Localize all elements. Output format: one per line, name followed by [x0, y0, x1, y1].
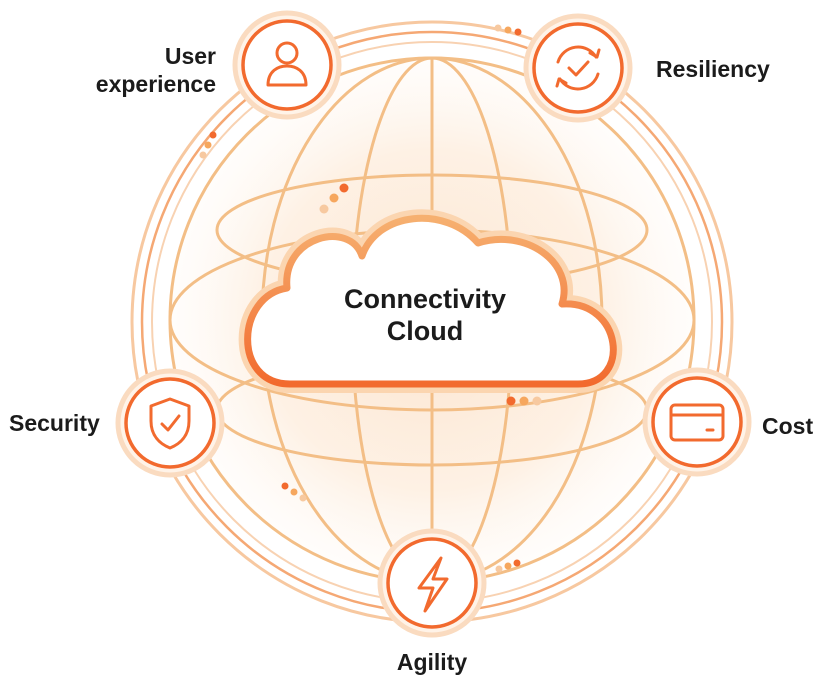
refresh-check-icon — [555, 45, 601, 91]
credit-card-icon — [669, 403, 725, 442]
user-experience-label-line2: experience — [95, 71, 216, 97]
decorative-dots — [199, 24, 542, 573]
agility-label: Agility — [396, 649, 468, 675]
security-node — [115, 368, 225, 478]
agility-node — [377, 528, 487, 638]
lightning-bolt-icon — [417, 556, 449, 613]
center-title-line1: Connectivity — [343, 284, 507, 314]
center-title-line2: Cloud — [386, 316, 464, 346]
user-experience-label: User experience — [60, 42, 216, 98]
user-icon — [266, 41, 308, 87]
resiliency-label: Resiliency — [656, 56, 770, 82]
center-title: Connectivity Cloud — [300, 283, 550, 347]
cost-node — [642, 367, 752, 477]
user-experience-node — [232, 10, 342, 120]
resiliency-node — [523, 13, 633, 123]
shield-check-icon — [149, 397, 191, 450]
cost-label: Cost — [762, 413, 814, 439]
cloud-shape — [238, 209, 623, 393]
user-experience-label-line1: User — [164, 43, 216, 69]
security-label: Security — [9, 410, 100, 436]
